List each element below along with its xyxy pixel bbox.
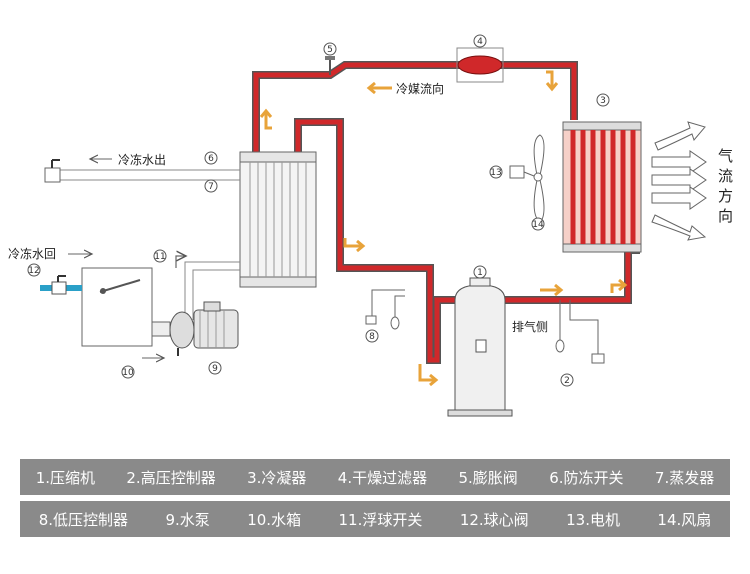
- fan: [533, 134, 545, 223]
- float-switch: [175, 256, 186, 268]
- component-markers: [27, 34, 610, 387]
- marker-12: 12: [28, 266, 39, 276]
- legend-item: 2.高压控制器: [126, 468, 216, 487]
- marker-3: 3: [600, 96, 606, 106]
- flow-arrows: [259, 70, 628, 387]
- water-pipe-return: [184, 261, 240, 320]
- condenser: [562, 121, 642, 253]
- svg-text:方: 方: [718, 187, 733, 205]
- marker-14: 14: [532, 220, 544, 230]
- marker-9: 9: [212, 364, 218, 374]
- legend-item: 11.浮球开关: [338, 510, 423, 529]
- water-pump: [151, 301, 239, 356]
- legend-item: 6.防冻开关: [549, 468, 624, 487]
- drier-filter: [456, 47, 504, 83]
- low-pressure-controller: [365, 289, 405, 330]
- svg-text:流: 流: [718, 167, 733, 185]
- legend-item: 8.低压控制器: [38, 510, 129, 529]
- legend-item: 12.球心阀: [459, 510, 529, 529]
- evaporator: [239, 151, 317, 288]
- water-tank: [81, 267, 153, 347]
- svg-text:向: 向: [718, 207, 733, 225]
- legend-item: 13.电机: [566, 510, 620, 529]
- compressor: [447, 277, 513, 417]
- legend-item: 9.水泵: [165, 510, 210, 529]
- chilled-water-out-label: 冷冻水出: [118, 152, 166, 167]
- airflow-arrows: [651, 121, 707, 241]
- marker-13: 13: [490, 168, 501, 178]
- exhaust-side-label: 排气侧: [512, 319, 548, 334]
- marker-11: 11: [154, 252, 165, 262]
- marker-8: 8: [369, 332, 375, 342]
- ball-valve: [40, 275, 82, 295]
- water-flow-arrows: [68, 159, 164, 358]
- legend-item: 3.冷凝器: [247, 468, 307, 487]
- legend-row-1: 1.压缩机 2.高压控制器 3.冷凝器 4.干燥过滤器 5.膨胀阀 6.防冻开关…: [20, 459, 730, 495]
- legend-item: 7.蒸发器: [654, 468, 715, 487]
- marker-5: 5: [327, 45, 333, 55]
- marker-6: 6: [208, 154, 214, 164]
- chilled-water-return-label: 冷冻水回: [8, 246, 56, 261]
- high-pressure-controller: [555, 300, 605, 364]
- marker-10: 10: [122, 368, 134, 378]
- legend-item: 14.风扇: [657, 510, 712, 529]
- airflow-direction-label: 气 流 方 向: [718, 147, 733, 225]
- legend-item: 4.干燥过滤器: [337, 468, 428, 487]
- svg-text:气: 气: [718, 147, 733, 165]
- legend-item: 1.压缩机: [35, 468, 95, 487]
- marker-4: 4: [477, 37, 483, 47]
- marker-2: 2: [564, 376, 570, 386]
- refrigerant-flow-label: 冷媒流向: [396, 81, 444, 96]
- marker-1: 1: [477, 268, 483, 278]
- legend-row-2: 8.低压控制器 9.水泵 10.水箱 11.浮球开关 12.球心阀 13.电机 …: [20, 501, 730, 537]
- legend-item: 5.膨胀阀: [458, 468, 518, 487]
- legend-item: 10.水箱: [247, 510, 302, 529]
- expansion-valve: [325, 56, 335, 75]
- marker-7: 7: [208, 182, 214, 192]
- fan-motor: [509, 165, 535, 179]
